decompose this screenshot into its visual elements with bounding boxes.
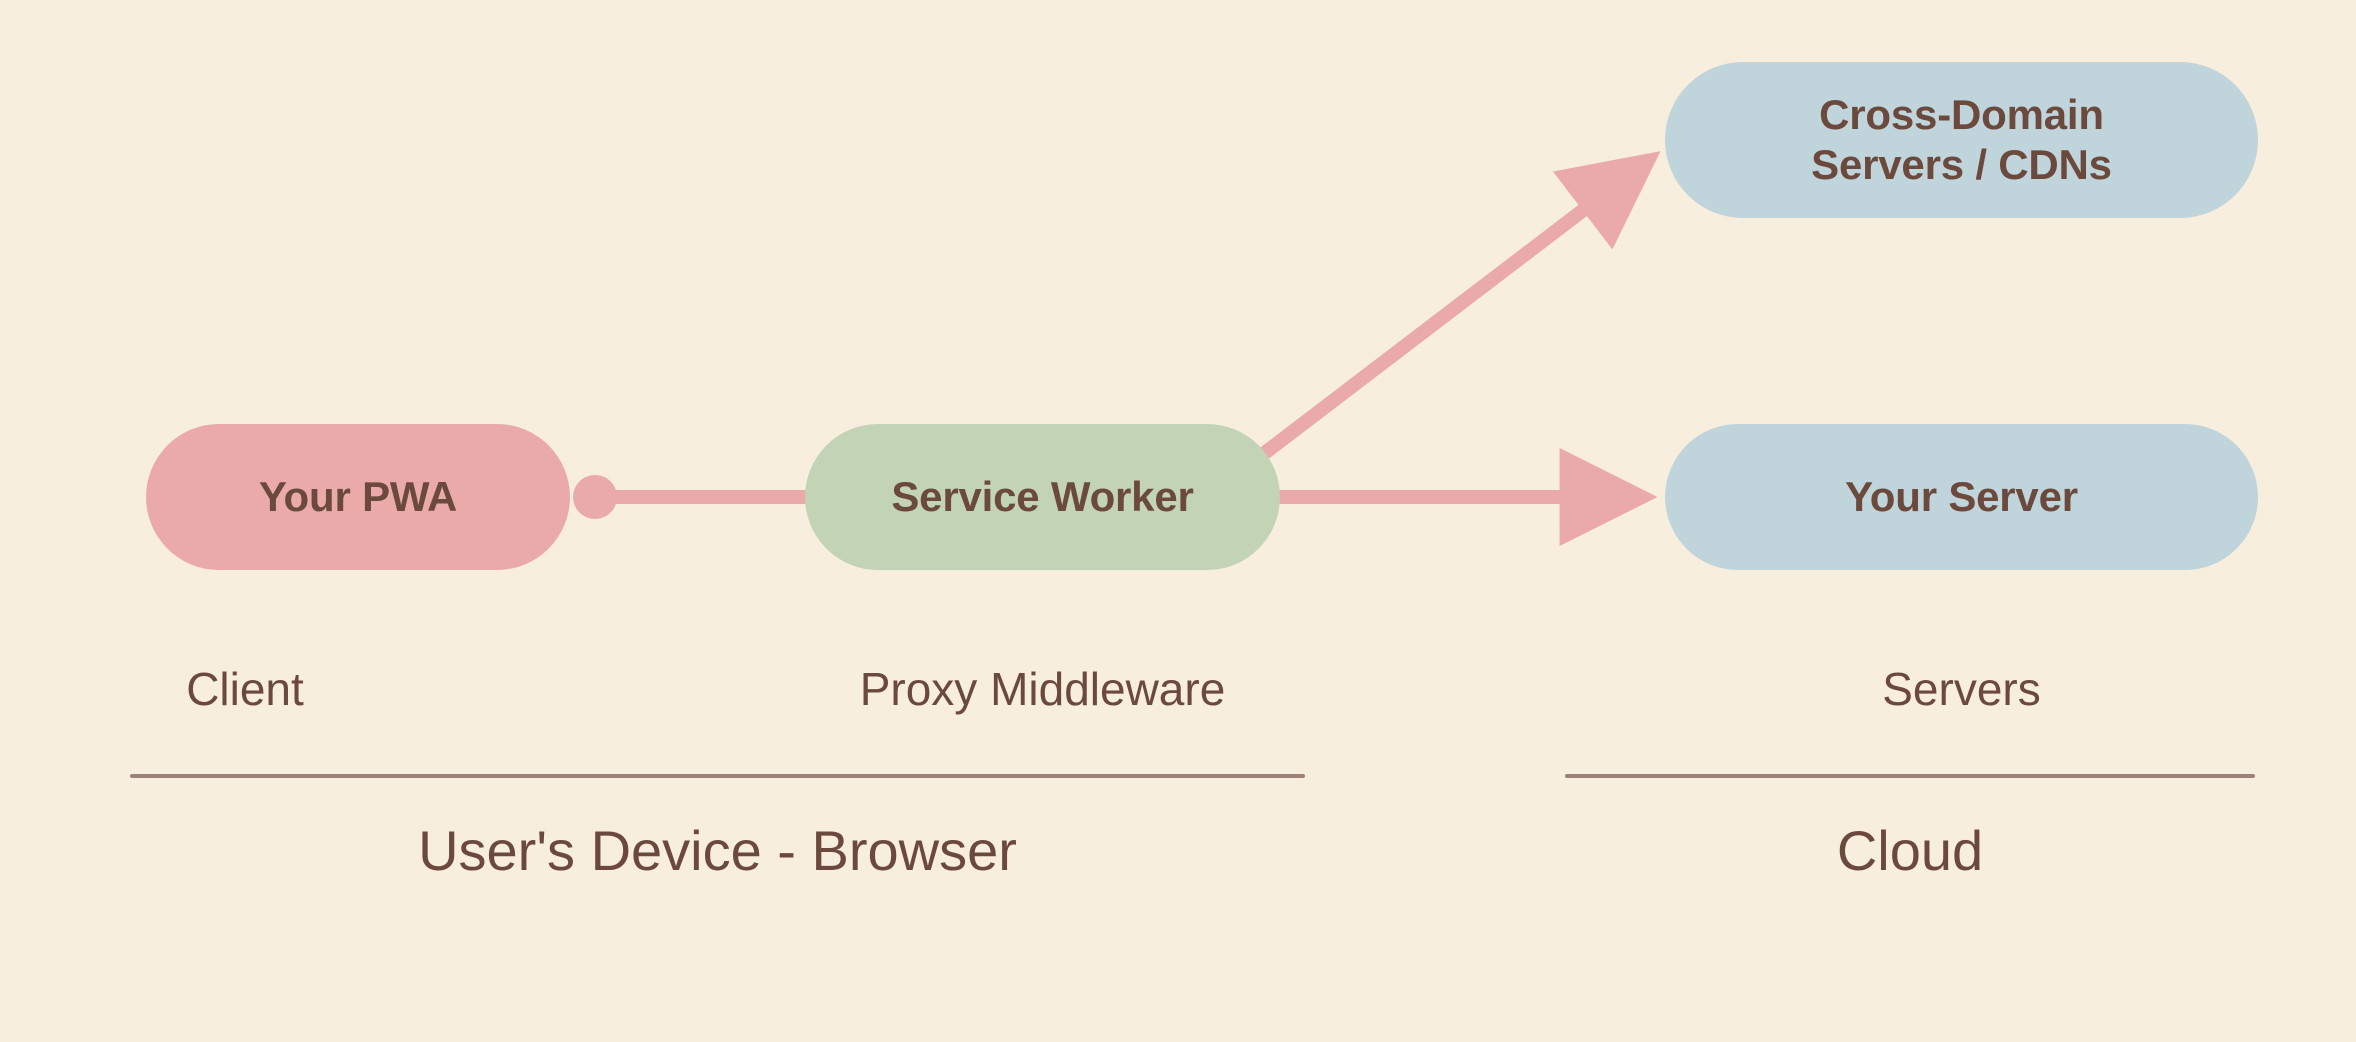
node-cross-domain-line-2: Servers / CDNs bbox=[1811, 141, 2112, 188]
connector-dot bbox=[573, 475, 617, 519]
node-your-server-label: Your Server bbox=[1845, 473, 2078, 521]
edge-pwa-to-service-worker bbox=[573, 475, 810, 519]
node-cross-domain-servers-cdns[interactable]: Cross-Domain Servers / CDNs bbox=[1665, 62, 2258, 218]
zone-label-proxy-middleware: Proxy Middleware bbox=[859, 663, 1226, 715]
band-title-users-device-browser: User's Device - Browser bbox=[418, 819, 1017, 882]
edge-service-worker-to-cross-domain bbox=[1257, 151, 1661, 461]
zone-label-servers: Servers bbox=[1882, 663, 2041, 715]
node-cross-domain-line-1: Cross-Domain bbox=[1819, 91, 2104, 139]
band-title-cloud: Cloud bbox=[1836, 819, 1984, 882]
node-service-worker[interactable]: Service Worker bbox=[805, 424, 1280, 570]
node-your-server[interactable]: Your Server bbox=[1665, 424, 2258, 570]
node-your-pwa-label: Your PWA bbox=[258, 473, 458, 521]
divider-device-band bbox=[130, 774, 1305, 778]
node-cross-domain-servers-cdns-label: Cross-Domain Servers / CDNs bbox=[1811, 90, 2112, 189]
zone-label-client: Client bbox=[186, 663, 304, 715]
divider-cloud-band bbox=[1565, 774, 2255, 778]
node-service-worker-label: Service Worker bbox=[891, 473, 1194, 521]
node-your-pwa[interactable]: Your PWA bbox=[146, 424, 570, 570]
